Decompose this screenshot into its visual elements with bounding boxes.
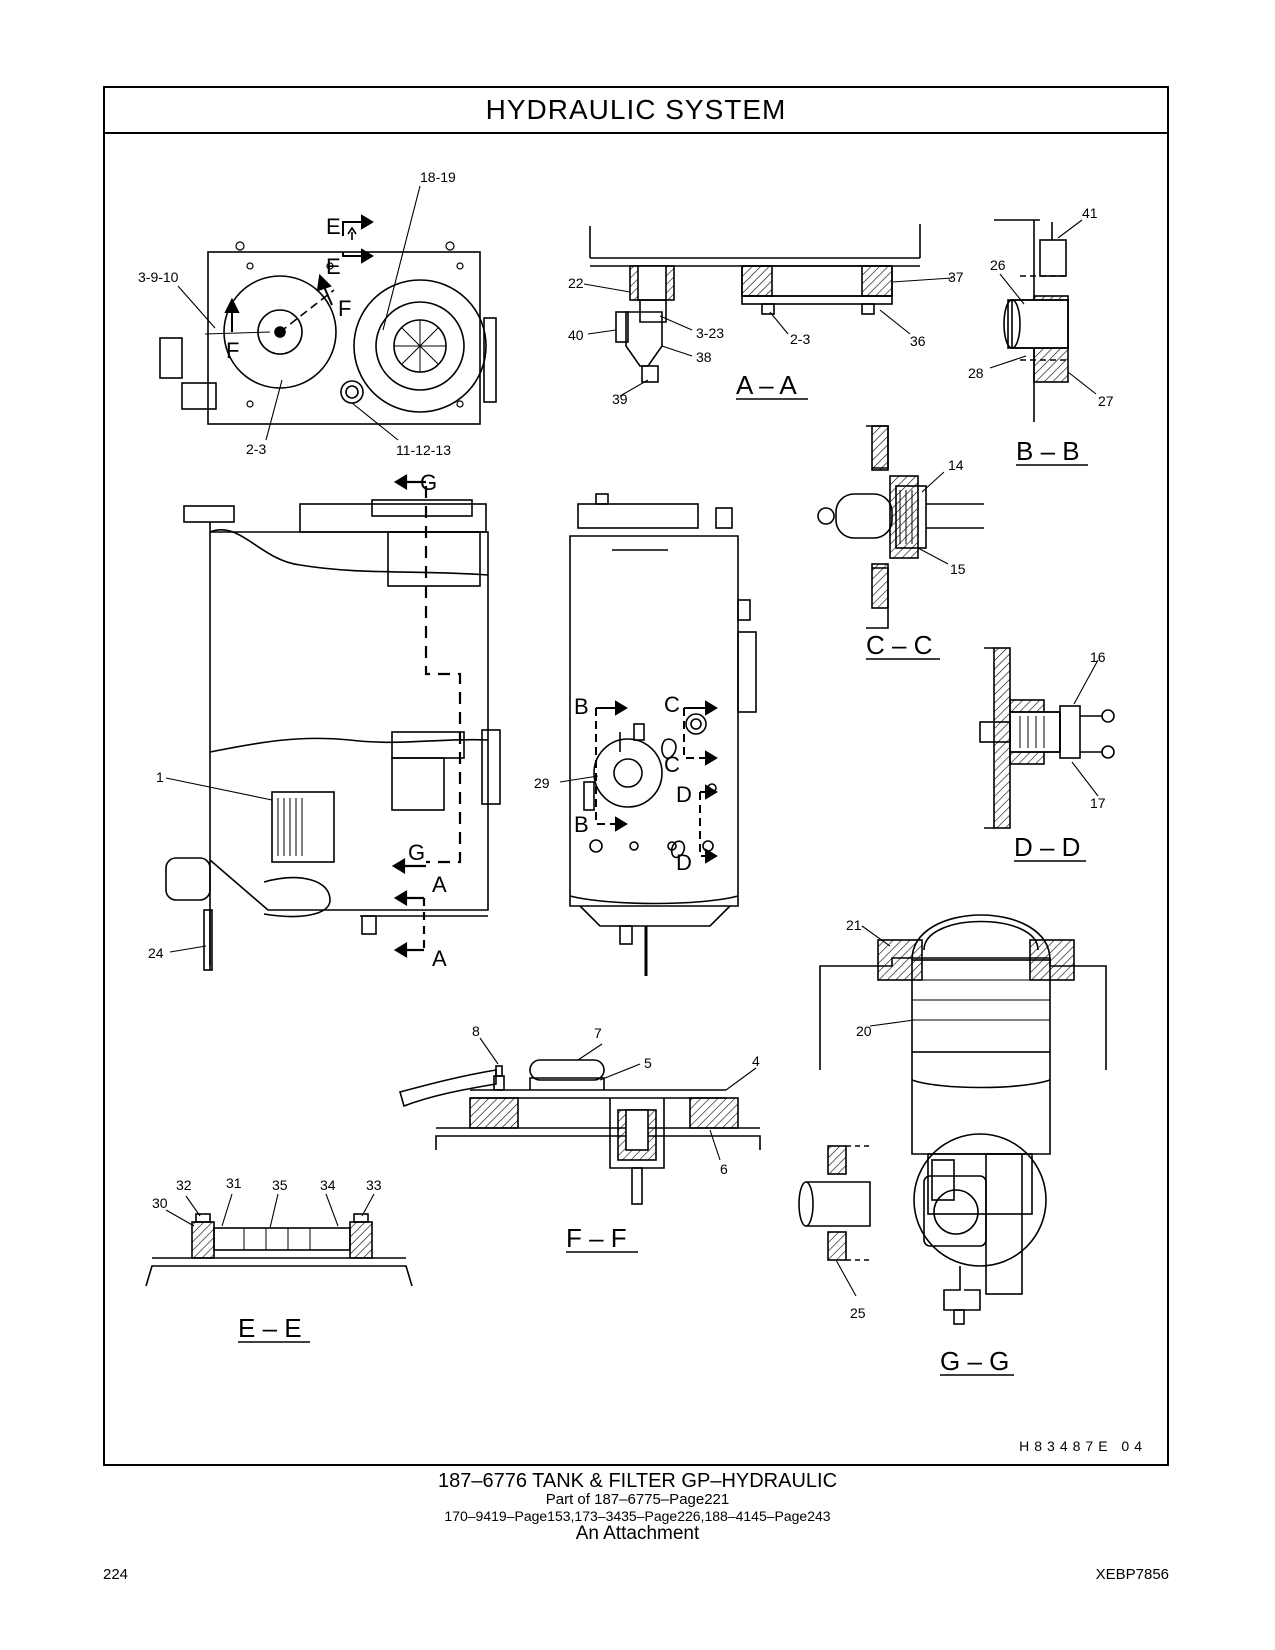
callout-28: 28 (968, 365, 984, 381)
cut-letter-b-bottom: B (574, 812, 589, 837)
callout-7: 7 (594, 1025, 602, 1041)
caption-part-of: Part of 187–6775–Page221 (545, 1491, 730, 1508)
callout-32: 32 (176, 1177, 192, 1193)
callout-3-9-10: 3-9-10 (138, 269, 179, 285)
caption-pages: 170–9419–Page153,173–3435–Page226,188–41… (444, 1507, 831, 1524)
callout-35: 35 (272, 1177, 288, 1193)
callout-2-3-aa: 2-3 (790, 331, 810, 347)
callout-17: 17 (1090, 795, 1106, 811)
section-title-c-c: C – C (866, 630, 932, 660)
section-a-a (589, 224, 921, 383)
callout-21: 21 (846, 917, 862, 933)
callout-27: 27 (1098, 393, 1114, 409)
cut-letter-g-top: G (420, 470, 437, 495)
cut-letter-d-bottom: D (676, 850, 692, 875)
callout-3-23: 3-23 (696, 325, 724, 341)
cut-letter-e-top: E (326, 214, 341, 239)
cut-letter-f-left: F (226, 338, 239, 363)
section-title-f-f: F – F (566, 1223, 627, 1253)
callout-29: 29 (534, 775, 550, 791)
tank-side-view (165, 499, 501, 971)
section-title-g-g: G – G (940, 1346, 1009, 1376)
callout-6: 6 (720, 1161, 728, 1177)
callout-34: 34 (320, 1177, 336, 1193)
callout-22: 22 (568, 275, 584, 291)
doc-code: XEBP7856 (1095, 1566, 1169, 1583)
section-title-d-d: D – D (1014, 832, 1080, 862)
cut-letter-d-top: D (676, 782, 692, 807)
section-c-c (817, 425, 984, 629)
page-title: HYDRAULIC SYSTEM (485, 94, 787, 125)
caption-main: 187–6776 TANK & FILTER GP–HYDRAULIC (437, 1470, 838, 1492)
callout-26: 26 (990, 257, 1006, 273)
section-d-d (979, 647, 1115, 829)
title-bar: HYDRAULIC SYSTEM (105, 88, 1167, 134)
cut-letter-c-bottom: C (664, 752, 680, 777)
section-f-f (399, 1059, 761, 1205)
section-e-e (145, 1213, 413, 1287)
section-title-a-a: A – A (736, 370, 797, 400)
drawing-id: H83487E 04 (1019, 1438, 1147, 1454)
section-b-b (994, 219, 1069, 422)
section-title-e-e: E – E (238, 1313, 302, 1343)
callout-15: 15 (950, 561, 966, 577)
callout-41: 41 (1082, 205, 1098, 221)
cut-letter-e-bottom: E (326, 254, 341, 279)
cut-letter-c-top: C (664, 692, 680, 717)
caption-attachment: An Attachment (575, 1522, 700, 1544)
tank-front-view (569, 493, 757, 976)
callout-1: 1 (156, 769, 164, 785)
callout-4: 4 (752, 1053, 760, 1069)
cut-letter-b-top: B (574, 694, 589, 719)
callout-24: 24 (148, 945, 164, 961)
callout-37: 37 (948, 269, 964, 285)
cut-letter-f-right: F (338, 296, 351, 321)
callout-14: 14 (948, 457, 964, 473)
callout-18-19: 18-19 (420, 169, 456, 185)
callout-30: 30 (152, 1195, 168, 1211)
callout-25: 25 (850, 1305, 866, 1321)
cut-letter-g-bottom: G (408, 840, 425, 865)
callout-2-3-top: 2-3 (246, 441, 266, 457)
callout-5: 5 (644, 1055, 652, 1071)
callout-8: 8 (472, 1023, 480, 1039)
drawing-frame: HYDRAULIC SYSTEM H83487E 04 (103, 86, 1169, 1466)
callout-11-12-13: 11-12-13 (396, 442, 451, 458)
page-number: 224 (103, 1566, 129, 1583)
callout-33: 33 (366, 1177, 382, 1193)
section-g-g (798, 914, 1107, 1325)
callout-31: 31 (226, 1175, 242, 1191)
callout-20: 20 (856, 1023, 872, 1039)
callout-36: 36 (910, 333, 926, 349)
callout-39: 39 (612, 391, 628, 407)
callout-38: 38 (696, 349, 712, 365)
callout-40: 40 (568, 327, 584, 343)
section-title-b-b: B – B (1016, 436, 1080, 466)
caption-block: 187–6776 TANK & FILTER GP–HYDRAULIC Part… (0, 1470, 1275, 1545)
cut-letter-a-bottom: A (432, 946, 447, 971)
cut-letter-a-top: A (432, 872, 447, 897)
callout-16: 16 (1090, 649, 1106, 665)
